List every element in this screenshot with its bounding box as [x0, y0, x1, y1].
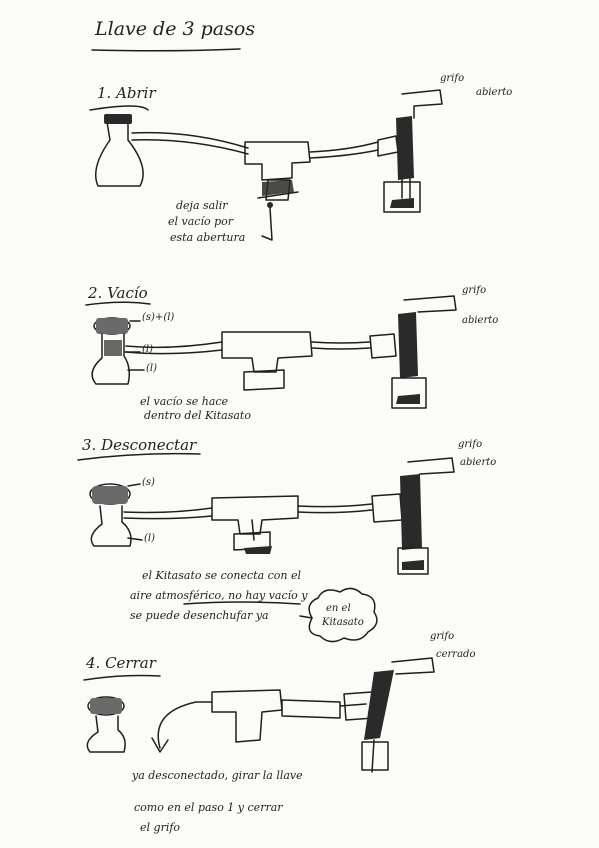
opening-marker: [267, 202, 273, 208]
step-2-drawing: [85, 295, 457, 409]
hose-right: [297, 503, 373, 508]
hose-left: [131, 131, 249, 149]
water-tap-icon: [369, 295, 457, 409]
step-3-note-line-3: se puede desenchufar ya: [130, 609, 269, 622]
hose-left: [125, 341, 223, 349]
cloud-text-line-1: en el: [326, 603, 351, 614]
step-1-heading: 1. Abrir: [97, 84, 156, 102]
water-tap-icon: [343, 657, 435, 773]
three-way-stopcock-icon: [211, 495, 299, 554]
step-2-note-line-1: el vacío se hace: [140, 395, 229, 408]
three-way-stopcock-icon: [221, 331, 313, 391]
step-4-heading-underline: [83, 674, 161, 681]
step-4-note-line-1: ya desconectado, girar la llave: [132, 769, 303, 782]
step-1-note-line-1: deja salir: [176, 199, 228, 212]
step-4-note-line-3: el grifo: [140, 821, 181, 834]
kitasato-flask-icon: [91, 317, 131, 385]
step-1-note-line-3: esta abertura: [170, 231, 246, 244]
hose-right: [309, 141, 379, 153]
disconnected-hose: [157, 701, 213, 749]
step-4-heading: 4. Cerrar: [86, 654, 156, 672]
three-way-stopcock-icon: [244, 141, 311, 201]
step-3-note-line-1: el Kitasato se conecta con el: [142, 569, 302, 582]
step-1-tap-state: abierto: [476, 87, 513, 98]
step-3-flask-label-1: (s): [142, 477, 155, 488]
step-3-flask-label-2: (l): [144, 533, 156, 544]
step-3-tap-state: abierto: [460, 457, 497, 468]
step-3-tap-label: grifo: [458, 439, 483, 450]
step-2-flask-label-2: (l): [142, 344, 154, 355]
step-4-tap-label: grifo: [430, 631, 455, 642]
step-2-flask-label-1: (s)+(l): [142, 312, 175, 323]
title-underline: [91, 48, 241, 52]
step-1-note-line-2: el vacío por: [168, 215, 234, 228]
step-1-tap-label: grifo: [440, 73, 465, 84]
step-3-heading-underline: [77, 452, 201, 461]
three-way-stopcock-icon: [211, 689, 341, 743]
water-tap-icon: [377, 89, 443, 213]
step-2-heading: 2. Vacío: [88, 284, 148, 302]
step-4-tap-state: cerrado: [436, 649, 476, 660]
water-tap-icon: [371, 457, 455, 575]
step-3-drawing: [77, 452, 455, 643]
kitasato-flask-icon: [89, 483, 132, 547]
no-vacuum-underline: [183, 601, 301, 605]
step-1-heading-underline: [89, 105, 149, 111]
step-4-drawing: [83, 657, 435, 773]
cloud-text-line-2: Kitasato: [322, 617, 364, 628]
step-2-note-line-2: dentro del Kitasato: [144, 409, 251, 422]
step-3-heading: 3. Desconectar: [82, 436, 197, 454]
page-title: Llave de 3 pasos: [95, 18, 256, 40]
note-arrow: [261, 207, 273, 241]
step-2-flask-label-3: (l): [146, 363, 158, 374]
kitasato-flask-icon: [95, 114, 144, 187]
step-2-tap-label: grifo: [462, 285, 487, 296]
step-4-note-line-2: como en el paso 1 y cerrar: [134, 801, 283, 814]
step-1-drawing: [89, 89, 443, 241]
hose-right: [311, 341, 371, 344]
note-cloud: [308, 587, 378, 643]
step-2-tap-state: abierto: [462, 315, 499, 326]
kitasato-flask-icon: [86, 696, 126, 753]
step-2-heading-underline: [85, 301, 151, 306]
hose-left: [123, 507, 213, 514]
step-3-note-line-2: aire atmosférico, no hay vacío y: [130, 589, 308, 602]
